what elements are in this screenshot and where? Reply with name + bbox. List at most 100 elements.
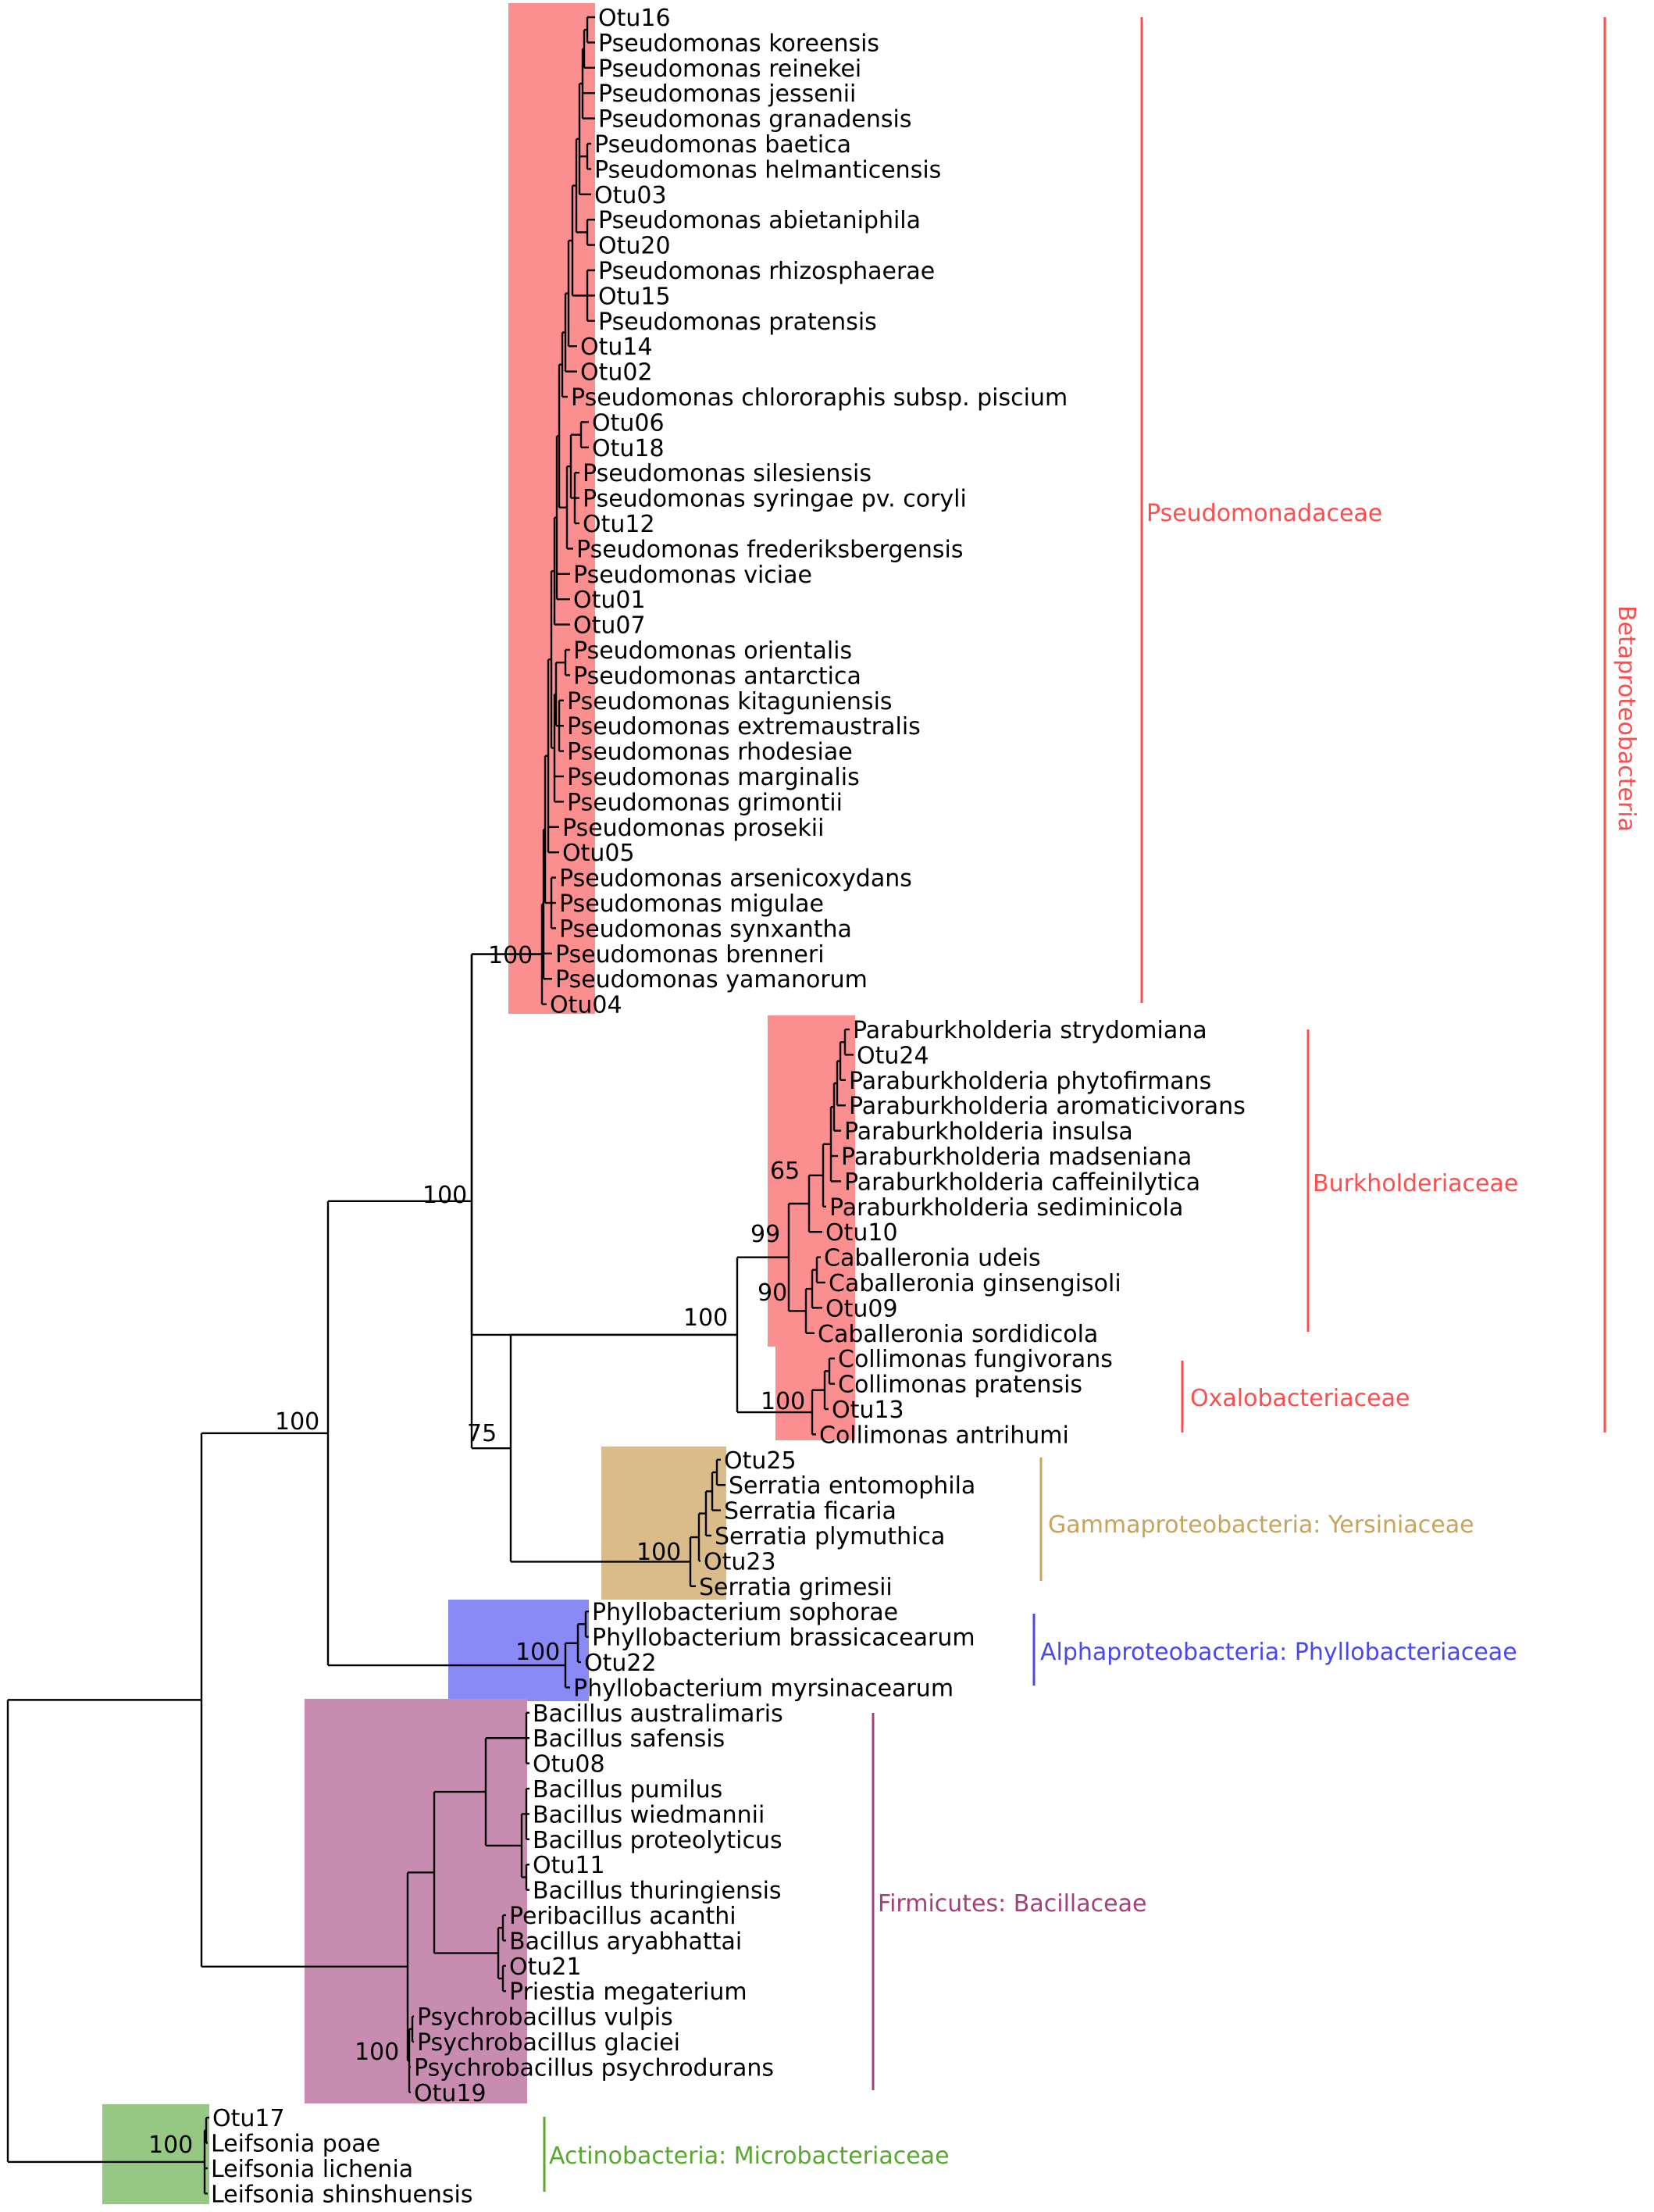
tip-label: Otu21	[509, 1953, 582, 1981]
bootstrap-caballeronia: 90	[757, 1279, 787, 1307]
tip-label: Pseudomonas marginalis	[567, 764, 860, 791]
tip-label: Bacillus proteolyticus	[533, 1827, 782, 1854]
bacillaceae-label: Firmicutes: Bacillaceae	[878, 1890, 1146, 1918]
pseudomonadaceae-label: Pseudomonadaceae	[1146, 500, 1382, 527]
tip-label: Bacillus aryabhattai	[509, 1928, 742, 1955]
tip-label: Pseudomonas extremaustralis	[567, 713, 921, 740]
tip-label: Bacillus wiedmannii	[533, 1801, 765, 1828]
tip-label: Priestia megaterium	[509, 1978, 747, 2006]
tip-label: Caballeronia sordidicola	[818, 1321, 1098, 1348]
tip-label: Paraburkholderia strydomiana	[853, 1017, 1207, 1044]
bootstrap-bacillaceae: 100	[355, 2039, 399, 2066]
tip-label: Otu24	[857, 1042, 929, 1069]
tip-label: Collimonas pratensis	[838, 1372, 1082, 1399]
tip-label: Paraburkholderia caffeinilytica	[844, 1168, 1200, 1196]
tip-label: Otu04	[550, 992, 622, 1019]
pseudomonadaceae-box	[508, 3, 595, 1014]
microbacteriaceae-label: Actinobacteria: Microbacteriaceae	[549, 2142, 950, 2170]
tip-label: Pseudomonas helmanticensis	[594, 156, 941, 184]
bootstrap-pseudomonas: 100	[488, 942, 533, 969]
tip-label: Pseudomonas silesiensis	[583, 460, 872, 487]
tip-label: Otu16	[598, 5, 671, 32]
tip-label: Pseudomonas arsenicoxydans	[559, 865, 912, 893]
tip-label: Pseudomonas granadensis	[598, 106, 911, 134]
tip-label: Pseudomonas jessenii	[598, 80, 856, 108]
tip-label: Otu03	[594, 182, 667, 209]
tip-label: Pseudomonas rhodesiae	[567, 739, 853, 766]
tip-label: Phyllobacterium myrsinacearum	[573, 1675, 954, 1702]
bacillaceae-box	[305, 1699, 527, 2103]
tip-label: Pseudomonas frederiksbergensis	[576, 536, 963, 563]
burkholderiaceae-label: Burkholderiaceae	[1313, 1170, 1518, 1197]
bootstrap-collimonas: 100	[761, 1388, 805, 1415]
tip-label: Otu25	[724, 1447, 797, 1475]
tip-label: Pseudomonas synxantha	[559, 915, 852, 943]
tip-label: Pseudomonas abietaniphila	[598, 207, 921, 234]
oxalobacteriaceae-label: Oxalobacteriaceae	[1190, 1385, 1410, 1412]
clade-annotation-bars: PseudomonadaceaeBurkholderiaceaeOxalobac…	[543, 17, 1640, 2192]
tip-label: Paraburkholderia phytofirmans	[849, 1068, 1211, 1095]
tip-label: Collimonas fungivorans	[838, 1346, 1113, 1373]
tip-label: Caballeronia ginsengisoli	[829, 1270, 1121, 1297]
tip-label: Pseudomonas kitaguniensis	[567, 688, 893, 715]
betaproteobacteria-label: Betaproteobacteria	[1613, 605, 1640, 832]
tip-label: Pseudomonas baetica	[594, 131, 851, 159]
tip-label: Paraburkholderia insulsa	[844, 1118, 1133, 1146]
microbacteriaceae-box	[102, 2104, 209, 2204]
oxalobacteriaceae-box	[775, 1347, 855, 1440]
tip-label: Pseudomonas syringae pv. coryli	[583, 486, 967, 513]
tip-label: Caballeronia udeis	[824, 1245, 1041, 1272]
tip-label: Serratia entomophila	[729, 1472, 975, 1500]
bootstrap-leifsonia: 100	[148, 2132, 193, 2159]
tip-label: Bacillus australimaris	[533, 1700, 783, 1728]
tip-label: Otu20	[598, 233, 671, 260]
tip-label: Otu02	[580, 359, 653, 387]
tip-label: Otu11	[533, 1852, 605, 1879]
tip-label: Otu06	[592, 409, 665, 437]
tip-label: Pseudomonas orientalis	[573, 637, 852, 665]
tip-label: Otu15	[598, 283, 671, 310]
tip-label: Leifsonia poae	[211, 2131, 380, 2158]
tip-label: Leifsonia shinshuensis	[211, 2181, 473, 2208]
tip-label: Pseudomonas koreensis	[598, 30, 879, 57]
tip-label: Bacillus thuringiensis	[533, 1878, 782, 1905]
tip-label: Psychrobacillus glaciei	[417, 2029, 680, 2057]
tip-label: Psychrobacillus psychrodurans	[414, 2054, 774, 2082]
tip-label: Otu14	[580, 334, 653, 361]
bootstrap-paraburk: 65	[770, 1158, 800, 1185]
bootstrap-burk: 99	[750, 1221, 780, 1248]
tip-label: Otu19	[414, 2080, 487, 2107]
tip-label: Paraburkholderia aromaticivorans	[849, 1093, 1246, 1120]
tip-label: Paraburkholderia madseniana	[841, 1143, 1192, 1171]
tip-label: Peribacillus acanthi	[509, 1903, 736, 1930]
tip-label: Otu09	[825, 1295, 898, 1322]
tip-label: Pseudomonas viciae	[573, 562, 812, 589]
tip-label: Pseudomonas reinekei	[598, 55, 861, 83]
tip-label: Serratia plymuthica	[715, 1523, 945, 1550]
tip-label: Otu17	[212, 2105, 285, 2132]
tip-label: Pseudomonas brenneri	[555, 941, 825, 969]
tip-label: Otu07	[573, 612, 646, 640]
tip-label: Bacillus safensis	[533, 1725, 725, 1753]
tip-label: Otu05	[562, 840, 635, 867]
tip-label: Otu23	[704, 1548, 776, 1575]
tip-label: Paraburkholderia sediminicola	[829, 1194, 1183, 1222]
tip-label: Serratia ficaria	[724, 1498, 897, 1525]
tip-label: Pseudomonas chlororaphis subsp. piscium	[571, 384, 1068, 412]
tip-label: Otu18	[592, 435, 665, 462]
bootstrap-serratia: 100	[636, 1539, 681, 1566]
phyllobacteriaceae-label: Alphaproteobacteria: Phyllobacteriaceae	[1040, 1639, 1517, 1666]
tip-label: Pseudomonas pratensis	[598, 309, 877, 336]
tip-label: Collimonas antrihumi	[819, 1422, 1069, 1449]
bootstrap-burk-oxa: 100	[683, 1304, 728, 1332]
tip-label: Otu08	[533, 1751, 605, 1779]
tip-label: Pseudomonas migulae	[559, 890, 824, 918]
tip-label: Pseudomonas grimontii	[567, 789, 843, 816]
tip-label: Leifsonia lichenia	[211, 2156, 413, 2183]
tip-label: Phyllobacterium sophorae	[592, 1599, 898, 1626]
yersiniaceae-label: Gammaproteobacteria: Yersiniaceae	[1048, 1511, 1474, 1539]
tip-label: Pseudomonas rhizosphaerae	[598, 258, 935, 285]
tip-label: Bacillus pumilus	[533, 1776, 722, 1803]
